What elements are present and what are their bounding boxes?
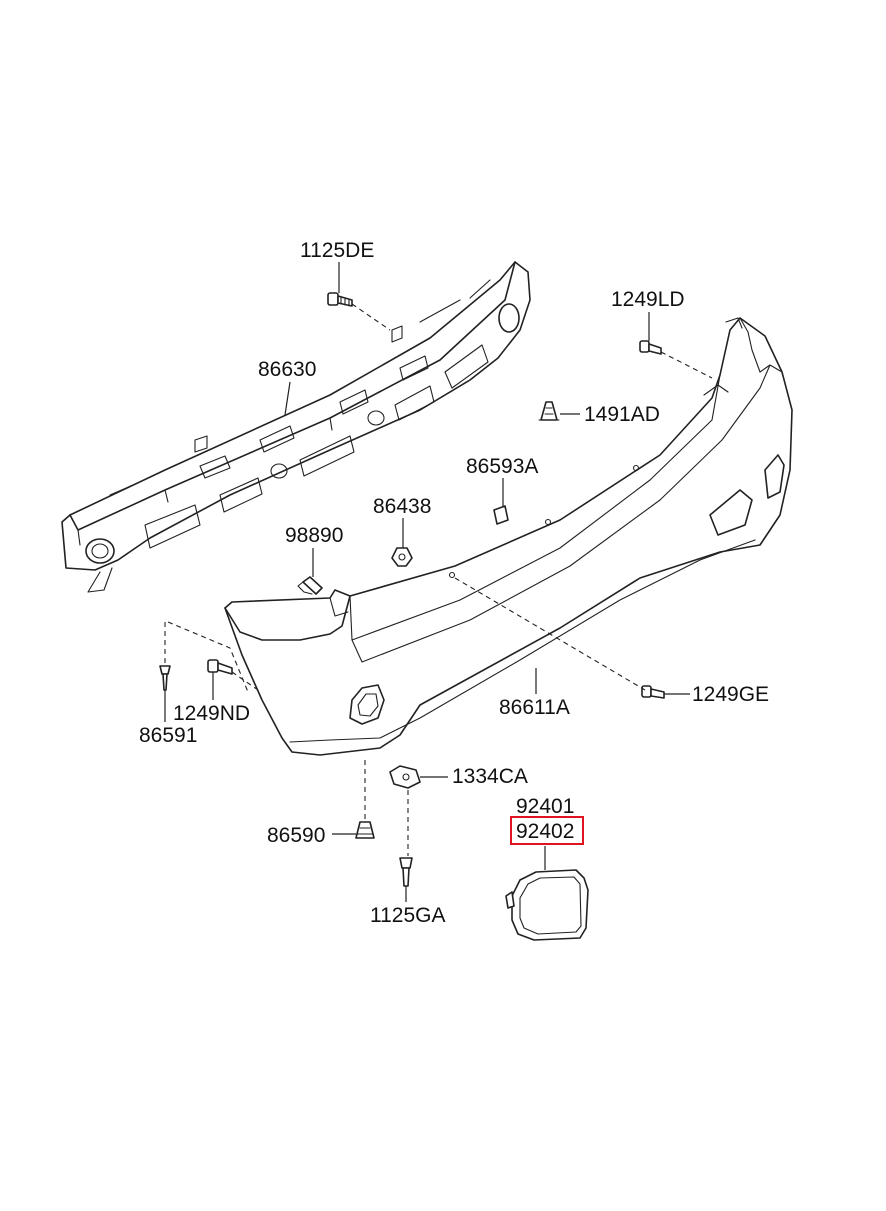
label-1125ga[interactable]: 1125GA: [370, 904, 446, 927]
label-92402[interactable]: 92402: [516, 820, 574, 843]
label-86593a[interactable]: 86593A: [466, 455, 538, 478]
bolt-1125ga-icon[interactable]: [399, 857, 413, 887]
bracket-1334ca-icon[interactable]: [389, 765, 421, 789]
label-86591[interactable]: 86591: [139, 724, 197, 747]
label-1125de[interactable]: 1125DE: [300, 239, 374, 262]
label-86590[interactable]: 86590: [267, 824, 325, 847]
bumper-cover-86611a[interactable]: [224, 317, 793, 756]
label-86630[interactable]: 86630: [258, 358, 316, 381]
bumper-beam-86630[interactable]: [61, 261, 531, 593]
label-98890[interactable]: 98890: [285, 524, 343, 547]
label-1249ge[interactable]: 1249GE: [692, 683, 769, 706]
label-1249ld[interactable]: 1249LD: [611, 288, 685, 311]
nut-86438-icon[interactable]: [391, 547, 413, 567]
leader-lines: [164, 262, 713, 902]
clip-86590-icon[interactable]: [355, 821, 375, 839]
label-86438[interactable]: 86438: [373, 495, 431, 518]
clip-86593a-icon[interactable]: [493, 505, 509, 525]
label-1334ca[interactable]: 1334CA: [452, 765, 528, 788]
part-labels: 1125DE 86630 1249LD 1491AD 86593A 86438 …: [139, 239, 769, 927]
screw-86591-icon[interactable]: [159, 665, 171, 691]
bolt-1249nd-icon[interactable]: [207, 659, 233, 675]
label-86611a[interactable]: 86611A: [499, 696, 570, 719]
bolt-1249ge-icon[interactable]: [641, 685, 665, 699]
clip-1491ad-icon[interactable]: [538, 401, 560, 421]
tow-hook-cover-92402[interactable]: [505, 869, 589, 941]
label-1249nd[interactable]: 1249ND: [173, 702, 250, 725]
clip-98890-icon[interactable]: [297, 576, 323, 595]
bolt-1249ld-icon[interactable]: [639, 340, 662, 355]
label-1491ad[interactable]: 1491AD: [584, 403, 660, 426]
highlight-box-92402: [510, 816, 584, 845]
label-92401[interactable]: 92401: [516, 795, 574, 818]
bolt-1125de-icon[interactable]: [327, 292, 353, 307]
